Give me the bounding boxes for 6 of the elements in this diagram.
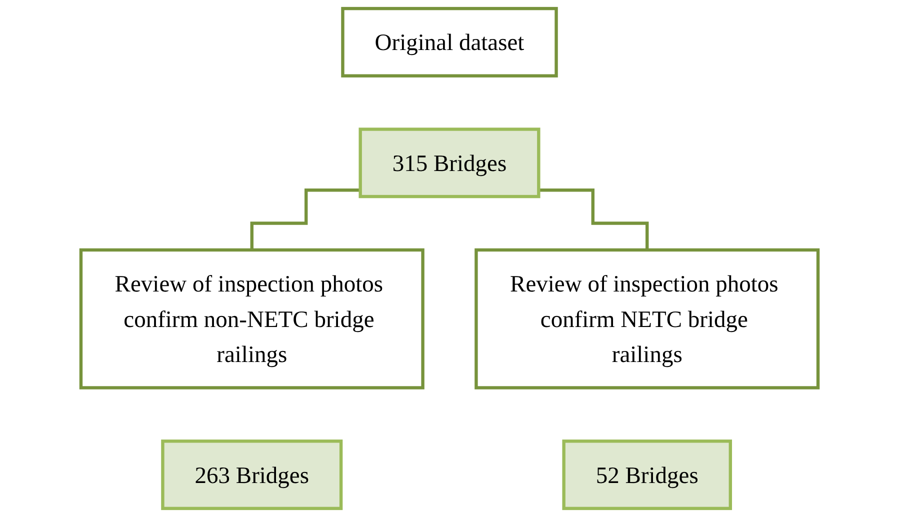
node-box: Review of inspection photos confirm non-NETC bridge railings — [79, 248, 424, 390]
node-box: 315 Bridges — [358, 128, 540, 198]
node-box: 263 Bridges — [161, 440, 343, 510]
node-box: 52 Bridges — [562, 440, 732, 510]
node-box: Original dataset — [341, 6, 558, 78]
node-box: Review of inspection photos confirm NETC bridge railings — [474, 248, 820, 390]
